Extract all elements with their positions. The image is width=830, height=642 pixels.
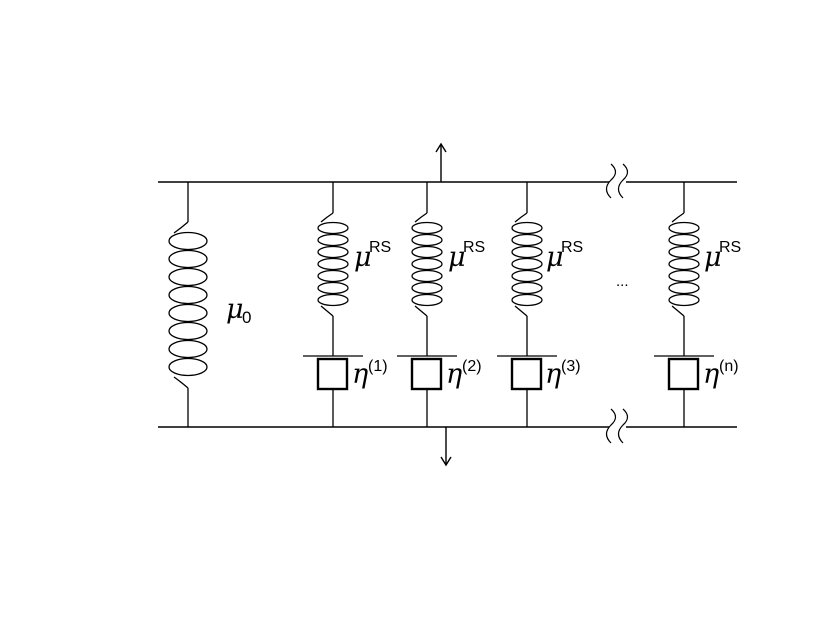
main-spring-symbol: μ — [226, 294, 244, 325]
ellipsis: ... — [616, 273, 629, 290]
branch-1-damper-superscript: (1) — [368, 358, 388, 375]
branch-2-spring-symbol: μ — [448, 242, 466, 273]
branch-3-damper-superscript: (3) — [561, 358, 581, 375]
branch-1-spring — [317, 182, 349, 356]
branch-2-damper-symbol: η — [446, 359, 462, 390]
top-bar-break-mark — [605, 163, 629, 199]
branch-1-spring-superscript: RS — [369, 239, 391, 256]
branch-n-spring-symbol: μ — [704, 242, 722, 273]
down-arrow — [440, 427, 452, 467]
branch-2-spring-superscript: RS — [463, 239, 485, 256]
branch-2-spring — [411, 182, 443, 356]
main-spring — [168, 182, 208, 427]
branch-1-damper-symbol: η — [352, 359, 368, 390]
bottom-bar-break-mark — [605, 408, 629, 444]
branch-3-damper — [497, 355, 557, 427]
branch-n-damper-symbol: η — [703, 359, 719, 390]
branch-3-spring-symbol: μ — [546, 242, 564, 273]
branch-n-spring — [668, 182, 700, 356]
branch-3-spring — [511, 182, 543, 356]
branch-3-spring-superscript: RS — [561, 239, 583, 256]
branch-n-spring-superscript: RS — [719, 239, 741, 256]
branch-n-damper-superscript: (n) — [719, 358, 739, 375]
branch-3-damper-symbol: η — [545, 359, 561, 390]
branch-2-damper-superscript: (2) — [462, 358, 482, 375]
branch-n-damper — [654, 355, 714, 427]
branch-1-damper — [303, 355, 363, 427]
branch-2-damper — [397, 355, 457, 427]
main-spring-subscript: 0 — [242, 308, 251, 327]
up-arrow — [435, 142, 447, 182]
branch-1-spring-symbol: μ — [354, 242, 372, 273]
